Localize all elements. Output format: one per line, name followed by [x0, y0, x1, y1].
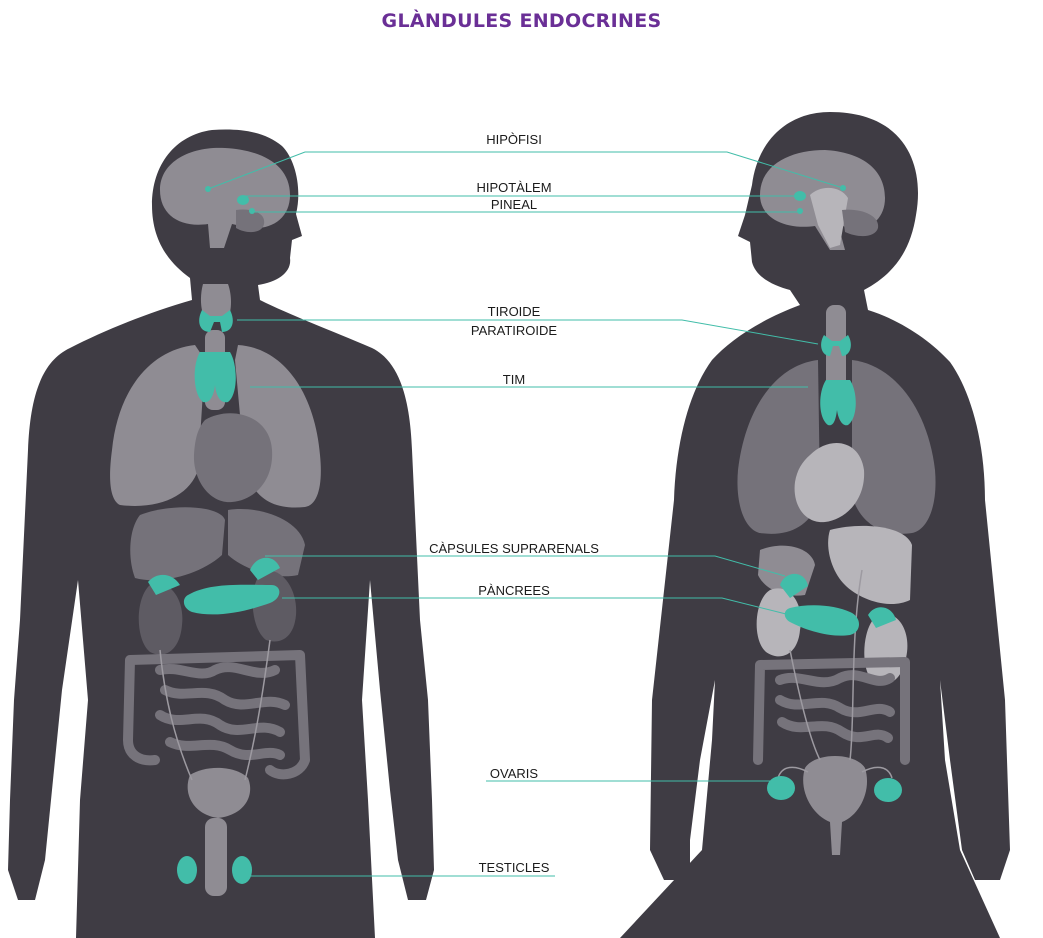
- female-pineal-gland: [797, 208, 803, 214]
- label-pancrees: PÀNCREES: [478, 583, 550, 598]
- label-capsules-suprarenals: CÀPSULES SUPRARENALS: [429, 541, 599, 556]
- male-pineal-gland: [249, 208, 255, 214]
- male-testicle-right: [177, 856, 197, 884]
- female-silhouette: [620, 112, 1010, 938]
- label-testicles: TESTICLES: [479, 860, 550, 875]
- female-figure: [620, 112, 1010, 938]
- male-figure: [8, 130, 434, 938]
- male-testicle-left: [232, 856, 252, 884]
- label-paratiroide: PARATIROIDE: [471, 323, 557, 338]
- label-hipofisi: HIPÒFISI: [486, 132, 542, 147]
- label-ovaris: OVARIS: [490, 766, 538, 781]
- female-ovary-right: [767, 776, 795, 800]
- male-penis: [205, 818, 227, 896]
- label-hipotalem: HIPOTÀLEM: [476, 180, 551, 195]
- label-tiroide: TIROIDE: [488, 304, 541, 319]
- label-pineal: PINEAL: [491, 197, 537, 212]
- label-tim: TIM: [503, 372, 525, 387]
- female-ovary-left: [874, 778, 902, 802]
